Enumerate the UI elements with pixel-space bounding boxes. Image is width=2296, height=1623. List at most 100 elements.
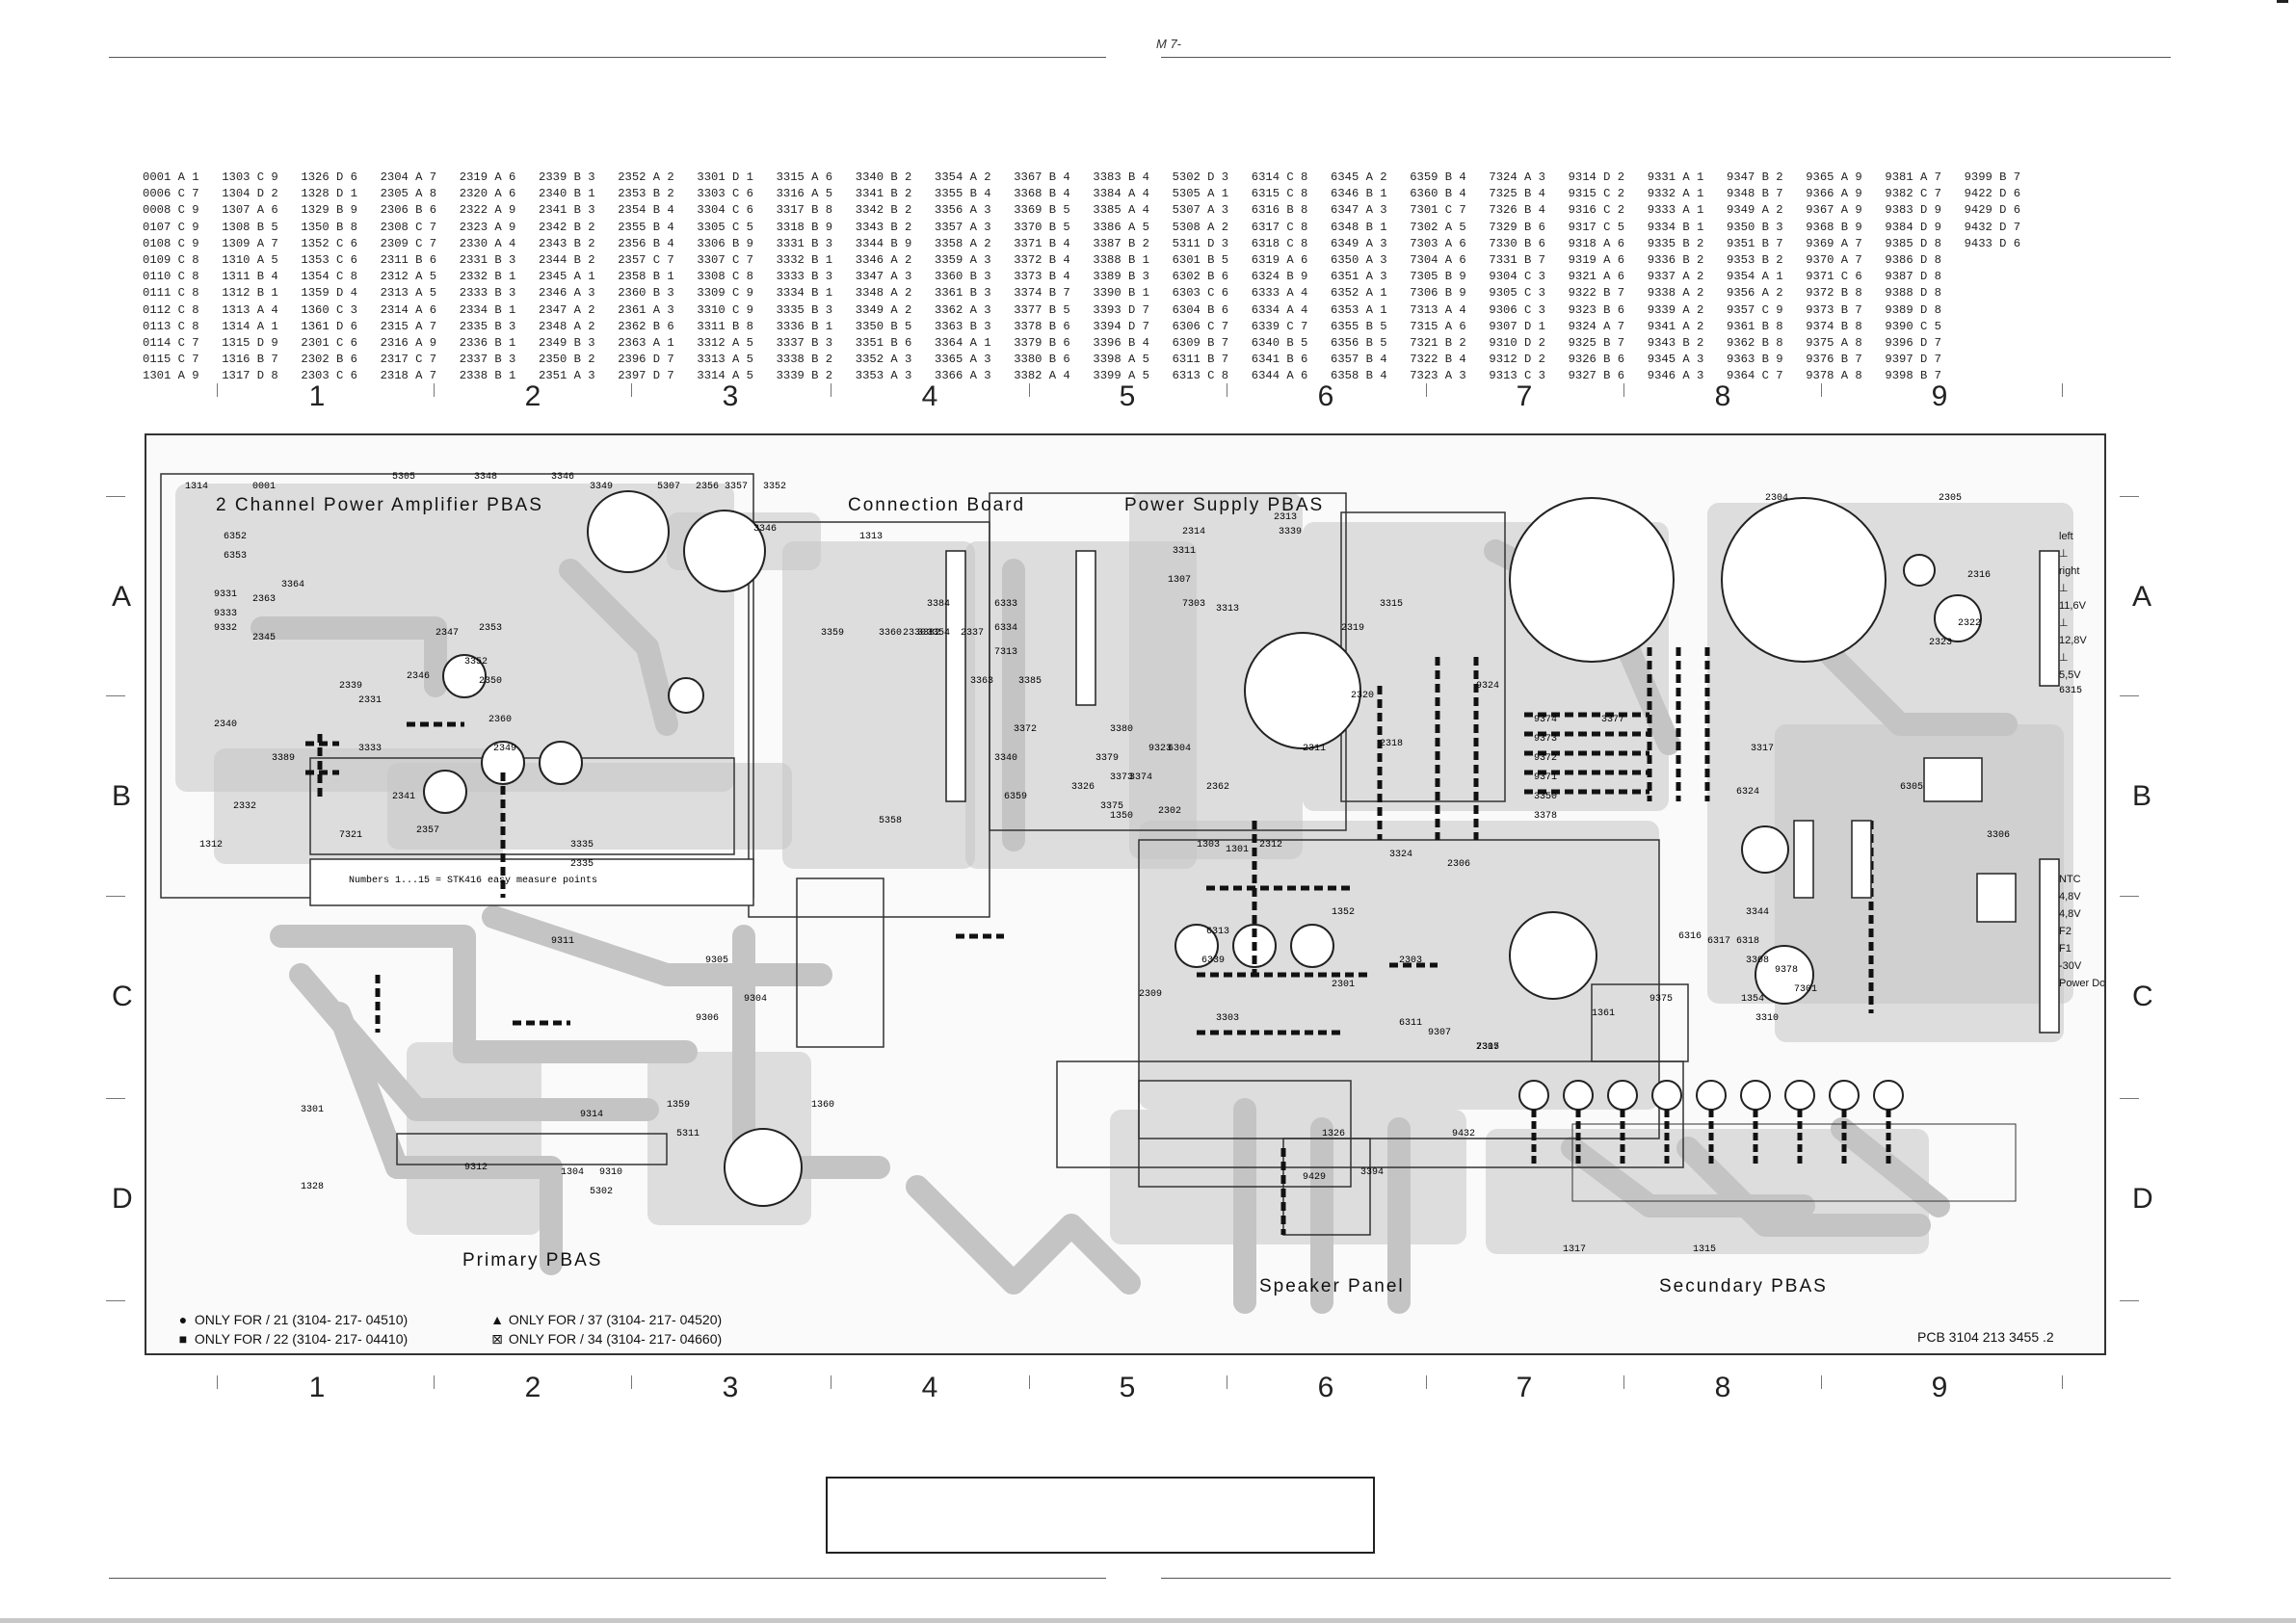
ref-entry: 6358 B 4 xyxy=(1331,369,1387,383)
ref-entry: 3310 C 9 xyxy=(697,302,753,317)
component-label: 3377 xyxy=(1601,715,1625,725)
component-label: 9323 xyxy=(1148,744,1173,754)
ref-entry: 9398 B 7 xyxy=(1885,369,1941,383)
connector xyxy=(945,550,966,802)
grid-tick xyxy=(631,383,632,397)
ref-entry: 6340 B 5 xyxy=(1251,335,1308,350)
ref-entry: 3399 A 5 xyxy=(1093,369,1149,383)
ref-entry: 1352 C 6 xyxy=(301,236,357,250)
grid-tick xyxy=(2120,896,2139,897)
capacitor-outline xyxy=(1174,924,1219,968)
ref-entry: 6345 A 2 xyxy=(1331,170,1387,184)
ref-entry: 3357 A 3 xyxy=(935,220,991,234)
top-column-number: 8 xyxy=(1714,380,1731,412)
ref-entry: 3347 A 3 xyxy=(855,270,912,284)
right-row-letter: C xyxy=(2132,981,2153,1012)
component-label: 1354 xyxy=(1741,994,1765,1005)
component-label: 3326 xyxy=(1071,782,1095,793)
ref-entry: 2334 B 1 xyxy=(459,302,516,317)
copper-trace xyxy=(482,905,832,986)
ref-entry: 6313 C 8 xyxy=(1172,369,1229,383)
ref-entry: 2302 B 6 xyxy=(301,353,357,367)
capacitor-outline xyxy=(481,741,525,785)
ref-entry: 0107 C 9 xyxy=(143,220,199,234)
ref-entry: 9433 D 6 xyxy=(1964,236,2021,250)
ref-entry: 2353 B 2 xyxy=(618,187,674,201)
ref-entry: 9385 D 8 xyxy=(1885,236,1941,250)
legend-symbol: ■ xyxy=(178,1331,188,1347)
capacitor-outline xyxy=(587,490,670,573)
component-label: 3364 xyxy=(281,580,305,590)
ref-entry: 9389 D 8 xyxy=(1885,302,1941,317)
ref-entry: 1307 A 6 xyxy=(222,203,278,218)
connector xyxy=(2039,858,2060,1034)
ref-entry: 9332 A 1 xyxy=(1647,187,1704,201)
grid-tick xyxy=(2120,695,2139,696)
ref-entry: 1359 D 4 xyxy=(301,286,357,301)
ref-entry: 0008 C 9 xyxy=(143,203,199,218)
component-label: 3317 xyxy=(1751,744,1775,754)
component-label: 3379 xyxy=(1095,753,1120,764)
ref-entry: 3394 D 7 xyxy=(1093,319,1149,333)
ref-entry: 7305 B 9 xyxy=(1410,270,1466,284)
capacitor-outline xyxy=(683,510,766,592)
capacitor-outline xyxy=(1755,945,1814,1005)
ref-entry: 2338 B 1 xyxy=(459,369,516,383)
ref-entry: 1326 D 6 xyxy=(301,170,357,184)
component-label: 2339 xyxy=(339,681,363,692)
ref-entry: 2301 C 6 xyxy=(301,335,357,350)
legend-item: ■ ONLY FOR / 22 (3104- 217- 04410) xyxy=(175,1331,408,1347)
ref-entry: 0113 C 8 xyxy=(143,319,199,333)
component-label: 3340 xyxy=(994,753,1018,764)
ref-entry: 1313 A 4 xyxy=(222,302,278,317)
component-label: 1359 xyxy=(667,1100,691,1111)
component-label: 6318 xyxy=(1736,936,1760,947)
grid-tick xyxy=(2120,496,2139,497)
top-rule-right xyxy=(1161,57,2171,58)
ref-entry: 3343 B 2 xyxy=(855,220,912,234)
ref-entry: 2337 B 3 xyxy=(459,353,516,367)
component-label: 6352 xyxy=(224,532,248,542)
capacitor-outline xyxy=(539,741,583,785)
component-label: 1301 xyxy=(1226,845,1250,855)
component-label: 6304 xyxy=(1168,744,1192,754)
ref-entry: 9387 D 8 xyxy=(1885,270,1941,284)
component-label: 3375 xyxy=(1100,801,1124,812)
ref-entry: 7302 A 5 xyxy=(1410,220,1466,234)
top-column-number: 2 xyxy=(524,380,541,412)
left-row-letter: B xyxy=(112,780,132,812)
ref-entry: 9353 B 2 xyxy=(1727,252,1783,267)
grid-tick xyxy=(1623,383,1624,397)
component-label: 3363 xyxy=(970,676,994,687)
component-label: 6334 xyxy=(994,623,1018,634)
ref-entry: 9324 A 7 xyxy=(1568,319,1625,333)
component-label: 1315 xyxy=(1693,1244,1717,1255)
ref-entry: 2309 C 7 xyxy=(380,236,437,250)
component-label: 3378 xyxy=(1534,811,1558,822)
ref-entry: 2330 A 4 xyxy=(459,236,516,250)
ref-entry: 2339 B 3 xyxy=(539,170,595,184)
ref-entry: 6344 A 6 xyxy=(1251,369,1308,383)
ref-entry: 2311 B 6 xyxy=(380,252,437,267)
grid-tick xyxy=(1029,1375,1030,1389)
component-label: 2309 xyxy=(1139,989,1163,1000)
component-label: 2350 xyxy=(479,676,503,687)
ref-entry: 9313 C 3 xyxy=(1489,369,1545,383)
ref-entry: 6359 B 4 xyxy=(1410,170,1466,184)
left-row-letter: A xyxy=(112,581,132,613)
component-label: 1361 xyxy=(1592,1008,1616,1019)
small-capacitor xyxy=(1518,1080,1549,1111)
small-capacitor xyxy=(1563,1080,1594,1111)
ref-entry: 9396 D 7 xyxy=(1885,335,1941,350)
capacitor-outline xyxy=(668,677,704,714)
grid-tick xyxy=(106,1300,125,1301)
ref-entry: 2363 A 1 xyxy=(618,335,674,350)
grid-tick xyxy=(217,383,218,397)
right-row-letter: A xyxy=(2132,581,2152,613)
ref-entry: 9327 B 6 xyxy=(1568,369,1625,383)
